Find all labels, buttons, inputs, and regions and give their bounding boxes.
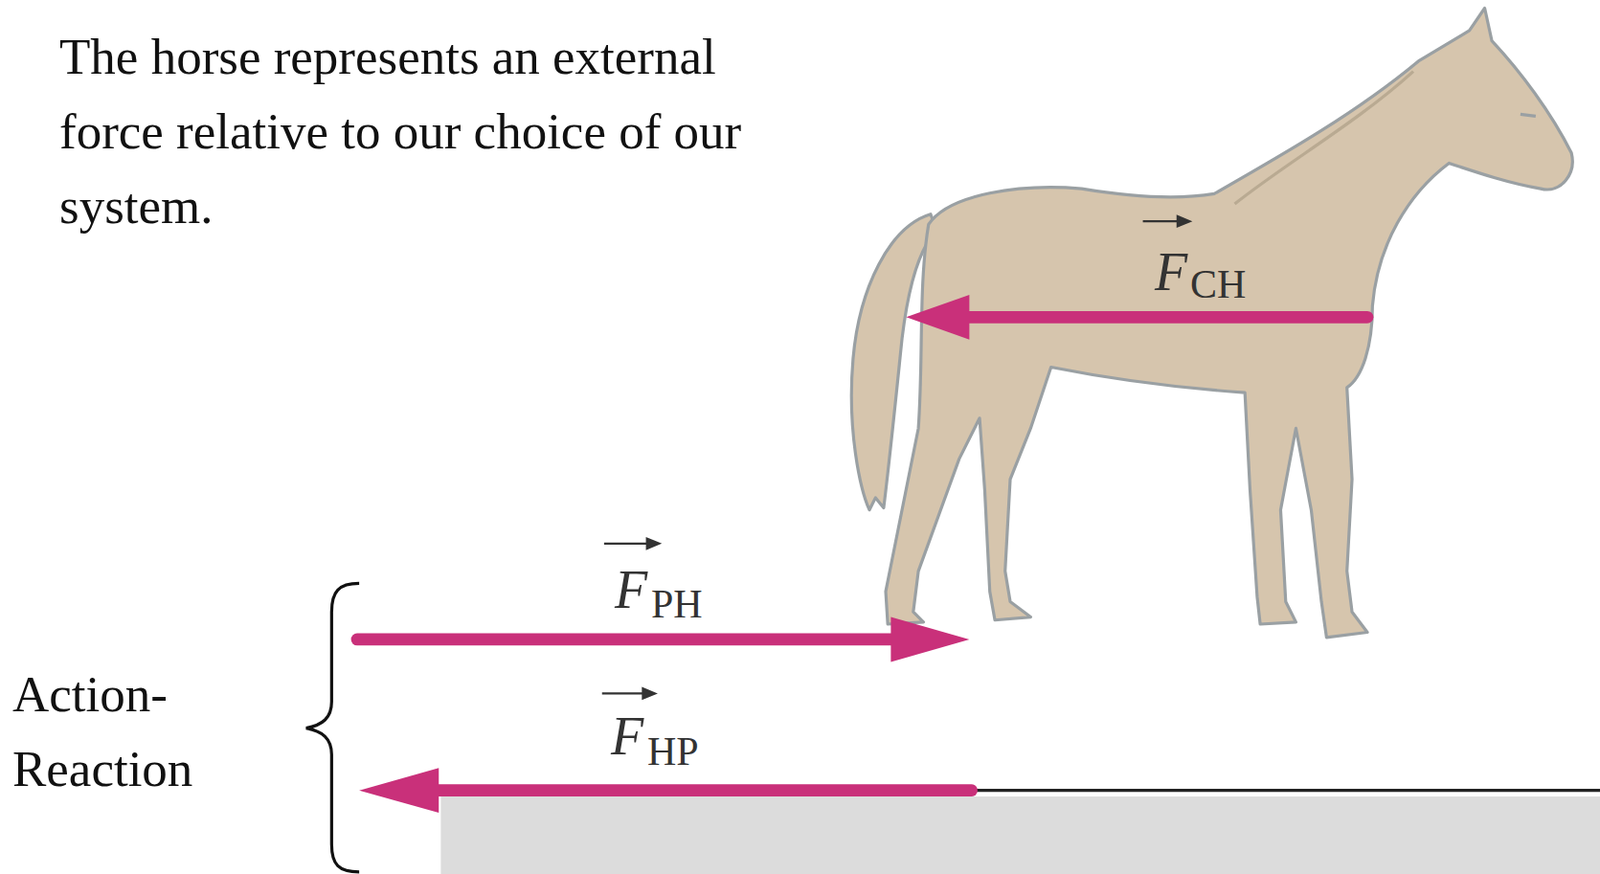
vector-symbols <box>602 216 1191 699</box>
force-subscript: PH <box>651 584 703 625</box>
force-symbol: F <box>610 709 644 764</box>
arrow-head <box>905 294 970 340</box>
horse-mane <box>1234 71 1413 204</box>
force-arrow <box>407 784 971 797</box>
horse-eye <box>1520 113 1536 116</box>
force-arrow <box>357 633 919 647</box>
ground-line <box>969 788 1600 792</box>
force-symbol: F <box>614 563 648 617</box>
ground <box>440 796 1600 874</box>
force-symbol: F <box>1154 245 1188 299</box>
arrow-head <box>359 767 439 813</box>
horse-body <box>885 8 1573 638</box>
force-subscript: HP <box>647 731 699 772</box>
bracket-label: Action- Reaction <box>12 656 271 807</box>
note-text: The horse represents an external force r… <box>59 19 826 244</box>
force-arrow <box>948 311 1368 324</box>
force-subscript: CH <box>1190 264 1246 305</box>
curly-brace <box>306 583 360 872</box>
arrow-head <box>890 617 970 663</box>
